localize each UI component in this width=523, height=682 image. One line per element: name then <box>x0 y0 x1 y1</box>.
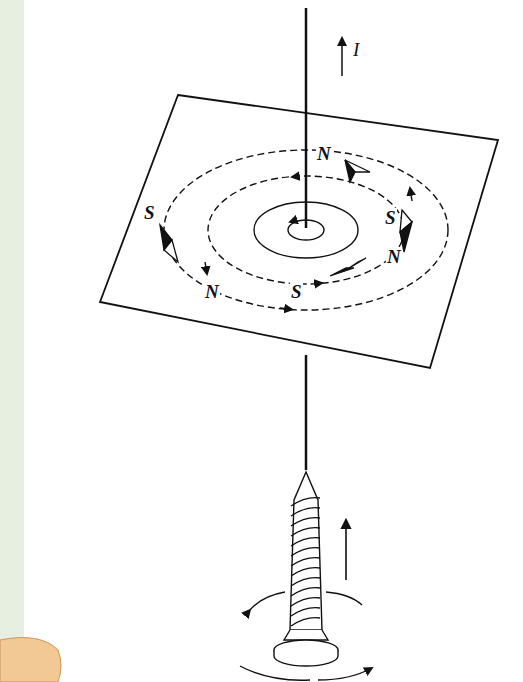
pole-label: S <box>290 282 303 301</box>
current-label: I <box>352 40 360 59</box>
plane <box>100 95 498 368</box>
finger <box>0 638 61 682</box>
screw <box>274 472 338 666</box>
wire <box>305 355 308 470</box>
pole-label: N <box>204 282 220 301</box>
advance-arrow <box>345 520 347 580</box>
field-lines <box>164 150 448 310</box>
pole-label: N <box>386 247 402 266</box>
pole-label: N <box>316 144 332 163</box>
side-strip <box>0 0 24 682</box>
pole-label: S <box>143 203 156 222</box>
current-arrow <box>341 38 343 76</box>
wire <box>305 8 308 228</box>
pole-label: S <box>384 208 397 227</box>
compass-needle <box>160 160 412 276</box>
field-arrows <box>205 151 412 310</box>
rotation-arrow <box>240 592 372 680</box>
